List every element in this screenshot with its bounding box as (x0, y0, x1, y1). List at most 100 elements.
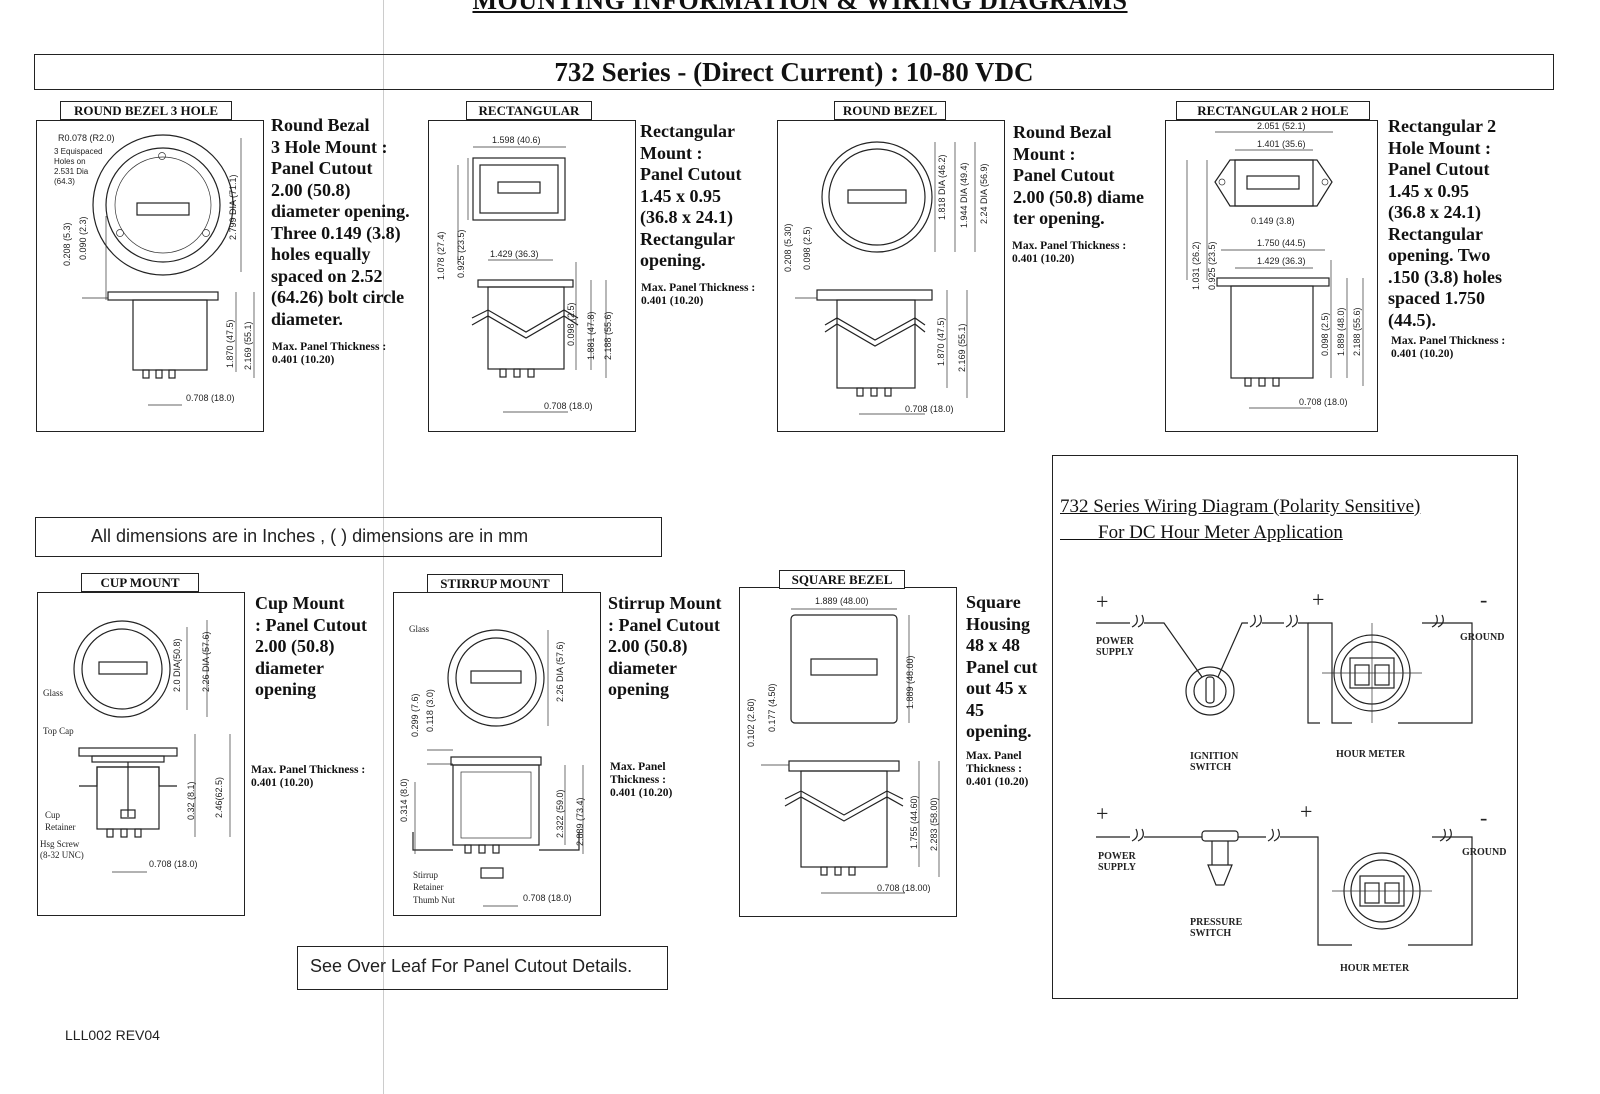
document-code: LLL002 REV04 (65, 1027, 160, 1043)
plus-sign-3: + (1096, 801, 1108, 826)
panel-rectangular (428, 120, 636, 432)
thickness-rectangular: Max. Panel Thickness : 0.401 (10.20) (641, 282, 756, 307)
dim-holes-1: 3 Equispaced (54, 147, 102, 156)
tab-stirrup-mount: STIRRUP MOUNT (427, 574, 563, 593)
dim-c: 2.188 (55.6) (1352, 307, 1362, 356)
label-ground-1: GROUND (1460, 632, 1504, 643)
label-pressure-2: SWITCH (1190, 928, 1231, 939)
dim-c: 1.870 (47.5) (225, 319, 235, 368)
dim-a: 0.208 (5.3) (62, 222, 72, 266)
label-stirrup-2: Retainer (413, 882, 444, 892)
dim-holes-3: 2.531 Dia (54, 167, 89, 176)
dimensions-note-box: All dimensions are in Inches , ( ) dimen… (35, 517, 662, 557)
dim-width: 1.889 (48.00) (815, 596, 869, 606)
minus-sign-1: - (1480, 587, 1487, 612)
drawing-rectangular-2-hole: 2.051 (52.1) 1.401 (35.6) 0.149 (3.8) 1.… (1186, 121, 1364, 409)
wiring-title: 732 Series Wiring Diagram (Polarity Sens… (1060, 496, 1421, 543)
dim-a: 0.32 (8.1) (186, 781, 196, 820)
page-title: MOUNTING INFORMATION & WIRING DIAGRAMS (472, 0, 1128, 15)
dim-v2: 0.925 (23.5) (1207, 241, 1217, 290)
label-power-3: POWER (1098, 851, 1137, 862)
panel-round-bezel (777, 120, 1005, 432)
dim-e: 0.708 (18.0) (523, 893, 572, 903)
label-ground-2: GROUND (1462, 847, 1506, 858)
dim-b: 2.46(62.5) (214, 777, 224, 818)
drawing-rectangular: 1.598 (40.6) 1.429 (36.3) 1.078 (27.4) 0… (436, 135, 613, 413)
dim-h1: 2.322 (59.0) (555, 789, 565, 838)
label-pressure-1: PRESSURE (1190, 917, 1243, 928)
plus-sign-4: + (1300, 799, 1312, 824)
dim-h: 0.149 (3.8) (1251, 216, 1295, 226)
dim-w3: 1.750 (44.5) (1257, 238, 1306, 248)
desc-round-bezel: Round Bezal Mount : Panel Cutout 2.00 (5… (1013, 122, 1144, 228)
dim-b: 0.118 (3.0) (425, 689, 435, 732)
fold-line (383, 0, 384, 1094)
label-stirrup-1: Stirrup (413, 870, 439, 880)
label-cup-1: Cup (45, 810, 61, 820)
dimensions-note: All dimensions are in Inches , ( ) dimen… (91, 526, 529, 546)
dim-dia: 2.799 DIA (71.1) (228, 174, 238, 240)
dim-d2: 1.944 DIA (49.4) (959, 162, 969, 228)
thickness-square-bezel: Max. Panel Thickness : 0.401 (10.20) (966, 750, 1029, 788)
dim-d3: 2.24 DIA (56.9) (979, 163, 989, 224)
minus-sign-2: - (1480, 805, 1487, 830)
dim-radius: R0.078 (R2.0) (58, 133, 115, 143)
desc-rectangular: Rectangular Mount : Panel Cutout 1.45 x … (640, 121, 742, 270)
dim-w2: 1.401 (35.6) (1257, 139, 1306, 149)
label-glass: Glass (43, 688, 63, 698)
overleaf-note: See Over Leaf For Panel Cutout Details. (310, 956, 633, 976)
dim-e: 0.708 (18.0) (1299, 397, 1348, 407)
thickness-cup-mount: Max. Panel Thickness : 0.401 (10.20) (251, 764, 366, 789)
dim-a: 0.102 (2.60) (746, 698, 756, 747)
dim-c: 1.870 (47.5) (936, 317, 946, 366)
dim-w4: 1.429 (36.3) (1257, 256, 1306, 266)
wiring-diagram-panel (1052, 455, 1518, 999)
dim-e: 0.708 (18.0) (149, 859, 198, 869)
series-title: 732 Series - (Direct Current) : 10-80 VD… (554, 57, 1034, 87)
label-cup-2: Retainer (45, 822, 76, 832)
plus-sign-2: + (1312, 587, 1324, 612)
dim-e: 0.708 (18.0) (905, 404, 954, 414)
dim-h1: 1.078 (27.4) (436, 231, 446, 280)
dim-d: 2.169 (55.1) (243, 321, 253, 370)
dim-d: 2.169 (55.1) (957, 323, 967, 372)
label-power-1: POWER (1096, 636, 1135, 647)
dim-height: 1.889 (48.00) (905, 655, 915, 709)
dim-e: 0.708 (18.0) (186, 393, 235, 403)
panel-round-bezel-3-hole (36, 120, 264, 432)
label-power-4: SUPPLY (1098, 862, 1137, 873)
label-screw-2: (8-32 UNC) (40, 850, 84, 860)
dim-holes-4: (64.3) (54, 177, 75, 186)
dim-holes-2: Holes on (54, 157, 86, 166)
desc-round-bezel-3-hole: Round Bezal 3 Hole Mount : Panel Cutout … (271, 115, 410, 329)
series-banner: 732 Series - (Direct Current) : 10-80 VD… (34, 54, 1554, 90)
label-hour-meter-1: HOUR METER (1336, 749, 1406, 760)
plus-sign-1: + (1096, 589, 1108, 614)
tab-square-bezel: SQUARE BEZEL (779, 570, 905, 589)
label-hour-meter-2: HOUR METER (1340, 963, 1410, 974)
dim-b: 0.098 (2.5) (802, 226, 812, 270)
tab-round-bezel: ROUND BEZEL (834, 101, 946, 120)
dim-e: 0.708 (18.00) (877, 883, 931, 893)
thickness-rectangular-2-hole: Max. Panel Thickness : 0.401 (10.20) (1391, 335, 1506, 360)
dim-width: 1.598 (40.6) (492, 135, 541, 145)
dim-h2: 2.889 (73.4) (575, 797, 585, 846)
dim-a: 0.098 (2.5) (566, 302, 576, 346)
dim-a: 0.208 (5.30) (783, 223, 793, 272)
dim-a: 0.098 (2.5) (1320, 312, 1330, 356)
dim-d2: 2.26 DIA (57.6) (201, 631, 211, 692)
panel-rectangular-2-hole (1165, 120, 1378, 432)
thickness-round-bezel: Max. Panel Thickness : 0.401 (10.20) (1012, 240, 1127, 265)
label-screw-1: Hsg Screw (40, 839, 80, 849)
dim-b: 1.881 (47.8) (586, 311, 596, 360)
drawing-round-bezel-3-hole: R0.078 (R2.0) 3 Equispaced Holes on 2.53… (54, 133, 255, 406)
desc-rectangular-2-hole: Rectangular 2 Hole Mount : Panel Cutout … (1388, 116, 1502, 330)
dim-c: 0.314 (8.0) (399, 778, 409, 822)
overleaf-note-box: See Over Leaf For Panel Cutout Details. (297, 946, 668, 990)
desc-cup-mount: Cup Mount : Panel Cutout 2.00 (50.8) dia… (255, 593, 367, 699)
tab-rectangular: RECTANGULAR (466, 101, 592, 120)
label-thumb-nut: Thumb Nut (413, 895, 455, 905)
wiring-drawing: + + - POWER SUPPLY GROUND IGNITION SWITC… (1096, 587, 1506, 974)
dim-d1: 1.818 DIA (46.2) (937, 154, 947, 220)
drawing-stirrup-mount: Glass 2.26 DIA (57.6) 0.299 (7.6) 0.118 … (399, 624, 585, 907)
